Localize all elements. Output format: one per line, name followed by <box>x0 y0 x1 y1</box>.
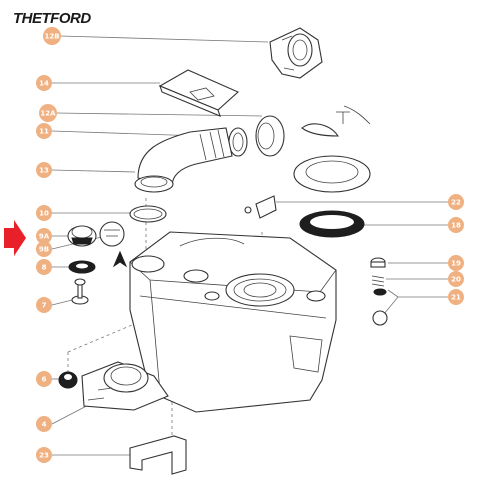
callout-22: 22 <box>448 194 464 210</box>
callout-10-label: 10 <box>39 210 49 218</box>
part-6-knob <box>58 371 78 389</box>
red-pointer-arrow <box>4 220 26 256</box>
callout-14-label: 14 <box>39 80 49 88</box>
direction-marker-arrow <box>112 250 128 268</box>
part-12a-nut <box>255 115 285 157</box>
callout-20-label: 20 <box>451 276 461 284</box>
callout-6: 6 <box>36 371 52 387</box>
callout-21-label: 21 <box>451 294 461 302</box>
callout-9b-label: 9B <box>39 246 49 254</box>
part-14-cover <box>158 69 240 117</box>
callout-19: 19 <box>448 255 464 271</box>
callout-12b-label: 12B <box>44 33 59 41</box>
mounting-flange <box>293 155 371 193</box>
callout-11-label: 11 <box>39 128 49 136</box>
callout-19-label: 19 <box>451 260 461 268</box>
callout-7: 7 <box>36 297 52 313</box>
part-23-bracket <box>129 435 187 475</box>
part-7-plunger <box>71 278 89 305</box>
callout-11: 11 <box>36 123 52 139</box>
part-12b-connector <box>269 27 323 79</box>
part-9b-cap <box>99 221 125 247</box>
blade-part <box>301 105 371 137</box>
callout-23-label: 23 <box>39 452 49 460</box>
callout-8: 8 <box>36 259 52 275</box>
part-18-seal <box>299 210 365 238</box>
callout-10: 10 <box>36 205 52 221</box>
callout-18: 18 <box>448 217 464 233</box>
callout-9a-label: 9A <box>39 233 50 241</box>
callout-12b: 12B <box>43 27 61 45</box>
callout-9a: 9A <box>36 228 52 244</box>
part-19-knob <box>370 257 386 268</box>
callout-12a: 12A <box>39 104 57 122</box>
callout-9b: 9B <box>36 241 52 257</box>
callout-4-label: 4 <box>42 421 47 429</box>
part-8-washer <box>68 260 96 274</box>
callout-4: 4 <box>36 416 52 432</box>
callout-14: 14 <box>36 75 52 91</box>
callout-12a-label: 12A <box>40 110 56 118</box>
callout-23: 23 <box>36 447 52 463</box>
part-11-oring <box>228 127 248 157</box>
part-20-spring <box>371 275 385 287</box>
thetford-logo: THETFORD <box>13 10 91 27</box>
callout-13-label: 13 <box>39 167 49 175</box>
holding-tank <box>129 231 337 413</box>
part-21-washers <box>372 288 388 326</box>
part-4-valve-housing <box>81 361 169 411</box>
callout-21: 21 <box>448 289 464 305</box>
callout-7-label: 7 <box>42 302 47 310</box>
callout-8-label: 8 <box>42 264 47 272</box>
part-10-ring <box>129 205 167 223</box>
callout-20: 20 <box>448 271 464 287</box>
callout-13: 13 <box>36 162 52 178</box>
callout-6-label: 6 <box>42 376 47 384</box>
callout-22-label: 22 <box>451 199 461 207</box>
callout-18-label: 18 <box>451 222 461 230</box>
part-22-clip <box>244 195 277 219</box>
part-13-spout <box>134 127 233 193</box>
part-9a-cap <box>67 225 97 247</box>
